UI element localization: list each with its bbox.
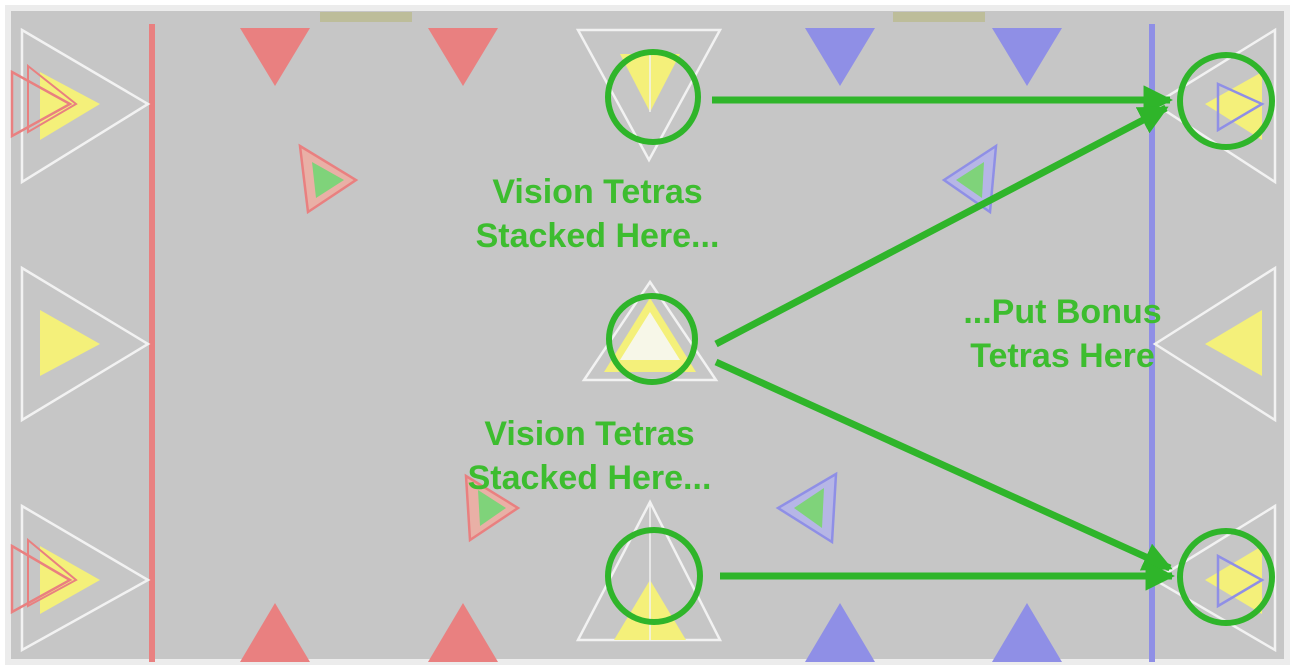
field-border (5, 5, 1290, 665)
blue-loading-triangle (805, 603, 875, 662)
vision-tetras-bottom-label: Vision Tetras Stacked Here... (422, 412, 757, 500)
goal-icon (575, 28, 723, 163)
label-line: ...Put Bonus (963, 293, 1162, 331)
tetra-icon (775, 471, 838, 545)
blue-loading-triangle (992, 603, 1062, 662)
bonus-tetras-label: ...Put Bonus Tetras Here (930, 290, 1195, 378)
arrow-icon (714, 358, 1173, 572)
red-loading-triangle (428, 28, 498, 86)
highlight-circle-icon (605, 49, 701, 145)
highlight-circle-icon (606, 293, 698, 385)
label-line: Stacked Here... (475, 217, 720, 255)
red-loading-triangle (240, 28, 310, 86)
highlight-circle-icon (1177, 528, 1275, 626)
label-line: Vision Tetras (492, 173, 703, 211)
highlight-circle-icon (605, 527, 703, 625)
goal-icon (10, 27, 151, 185)
tetra-icon (941, 143, 998, 215)
goal-icon (1152, 265, 1277, 423)
label-line: Tetras Here (970, 337, 1155, 375)
goal-icon (575, 499, 723, 642)
highlight-circle-icon (1177, 52, 1275, 150)
red-loading-triangle (240, 603, 310, 662)
top-bar-left (320, 12, 412, 22)
goal-icon (10, 503, 151, 653)
label-line: Stacked Here... (467, 459, 712, 497)
label-line: Vision Tetras (484, 415, 695, 453)
tetra-icon (464, 473, 521, 543)
vision-tetras-top-label: Vision Tetras Stacked Here... (430, 170, 765, 258)
tetra-icon (298, 143, 359, 215)
goal-icon (20, 265, 151, 423)
goal-icon (1152, 503, 1277, 653)
blue-loading-triangle (805, 28, 875, 86)
blue-loading-triangle (992, 28, 1062, 86)
arrow-icon (714, 104, 1169, 348)
red-loading-triangle (428, 603, 498, 662)
top-bar-right (893, 12, 985, 22)
